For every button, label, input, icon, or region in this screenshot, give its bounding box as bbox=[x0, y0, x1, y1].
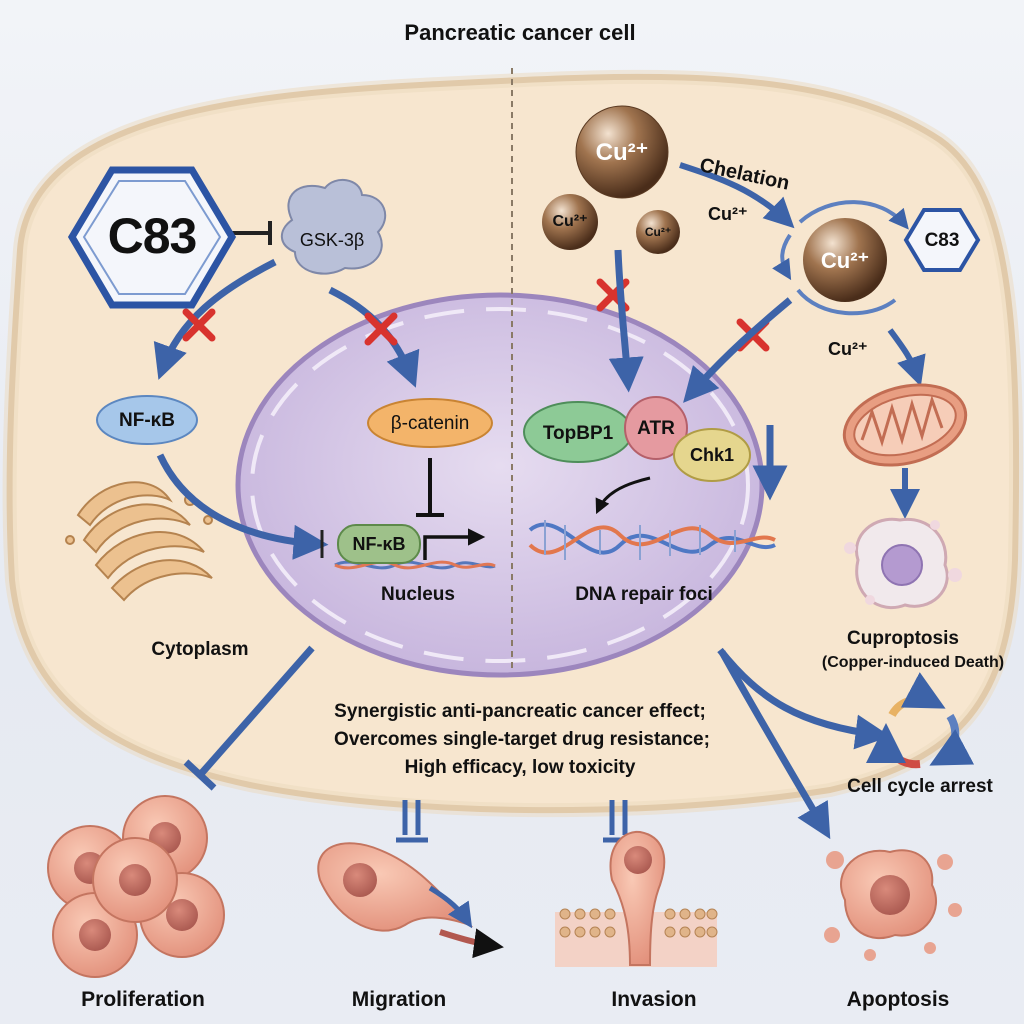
gsk-to-nfkb-arrow bbox=[153, 258, 277, 380]
atr-label: ATR bbox=[637, 418, 675, 439]
proliferation-cells-icon bbox=[47, 795, 225, 978]
chk1-label: Chk1 bbox=[689, 445, 735, 465]
apoptosis-label: Apoptosis bbox=[846, 988, 950, 1011]
bcatenin-label: β-catenin bbox=[390, 413, 470, 434]
c83-hexagon bbox=[67, 166, 237, 309]
chelation-ring-top bbox=[798, 200, 909, 230]
cu-chelation-label: Cu²⁺ bbox=[708, 204, 748, 224]
dna-helix bbox=[528, 520, 776, 560]
cuproptosis-label: Cuproptosis bbox=[847, 628, 959, 649]
cu-medium-label: Cu²⁺ bbox=[552, 213, 588, 230]
cu-chelated-label: Cu²⁺ bbox=[820, 248, 870, 273]
invasion-membrane-icon bbox=[555, 830, 718, 967]
nfkb-label: NF-κB bbox=[119, 410, 175, 431]
diagram-title: Pancreatic cancer cell bbox=[404, 20, 636, 45]
to-cell-cycle-arrow bbox=[717, 647, 891, 750]
dna-strand-left bbox=[334, 560, 496, 570]
copper-ion-large bbox=[575, 105, 669, 199]
cu-to-mito-arrow bbox=[887, 328, 926, 387]
cu-large-label: Cu²⁺ bbox=[595, 139, 649, 166]
invasion-label: Invasion bbox=[611, 988, 697, 1011]
migration-label: Migration bbox=[351, 988, 447, 1011]
c83-small-label: C83 bbox=[924, 230, 960, 251]
apoptosis-cell-icon bbox=[824, 849, 962, 961]
golgi-icon bbox=[65, 481, 213, 602]
cu-to-atr-arrow bbox=[608, 249, 644, 393]
chk1-pill bbox=[673, 428, 751, 482]
cu-mito-label: Cu²⁺ bbox=[828, 339, 868, 359]
summary-line-3: High efficacy, low toxicity bbox=[404, 757, 636, 778]
cell-cycle-arrest-label: Cell cycle arrest bbox=[847, 776, 993, 797]
proliferation-label: Proliferation bbox=[81, 988, 205, 1011]
bcatenin-pill bbox=[367, 398, 493, 448]
transcription-arrow bbox=[423, 528, 486, 560]
nucleus bbox=[235, 292, 765, 678]
repair-arrow bbox=[595, 476, 651, 515]
dna-repair-label: DNA repair foci bbox=[575, 584, 713, 605]
cytoplasm-label: Cytoplasm bbox=[151, 639, 249, 660]
c83-label: C83 bbox=[107, 208, 198, 264]
summary-line-2: Overcomes single-target drug resistance; bbox=[334, 729, 710, 750]
cuproptosis-note: (Copper-induced Death) bbox=[821, 654, 1005, 671]
c83-hexagon-small bbox=[903, 208, 981, 272]
inhibit-proliferation-line bbox=[197, 645, 315, 778]
to-apoptosis-arrow bbox=[718, 650, 831, 840]
cu-small-label: Cu²⁺ bbox=[644, 225, 672, 239]
cu-block-atr-arrow bbox=[683, 297, 793, 403]
nfkb-nuclear-label: NF-κB bbox=[352, 534, 406, 554]
dying-cell-icon bbox=[844, 517, 962, 610]
nfkb-translocation-arrow bbox=[156, 453, 329, 560]
mitochondrion-icon bbox=[842, 383, 968, 467]
nfkb-nuclear-pill bbox=[337, 524, 421, 564]
inhibit-migration-icon bbox=[396, 800, 428, 843]
nucleus-label: Nucleus bbox=[381, 584, 455, 605]
copper-ion-chelated bbox=[803, 218, 887, 302]
cell-cycle-icon bbox=[866, 672, 975, 769]
migration-cell-icon bbox=[317, 842, 504, 959]
gsk3b-label: GSK-3β bbox=[299, 230, 365, 250]
topbp1-label: TopBP1 bbox=[542, 423, 614, 444]
chelation-arrow bbox=[679, 162, 795, 229]
copper-ion-medium bbox=[542, 194, 598, 250]
chelation-ring-bottom bbox=[796, 288, 897, 316]
atr-pill bbox=[624, 396, 688, 460]
nfkb-pill bbox=[96, 395, 198, 445]
gsk3b-protein bbox=[280, 179, 387, 275]
summary-line-1: Synergistic anti-pancreatic cancer effec… bbox=[334, 701, 706, 722]
copper-ion-small bbox=[636, 210, 680, 254]
